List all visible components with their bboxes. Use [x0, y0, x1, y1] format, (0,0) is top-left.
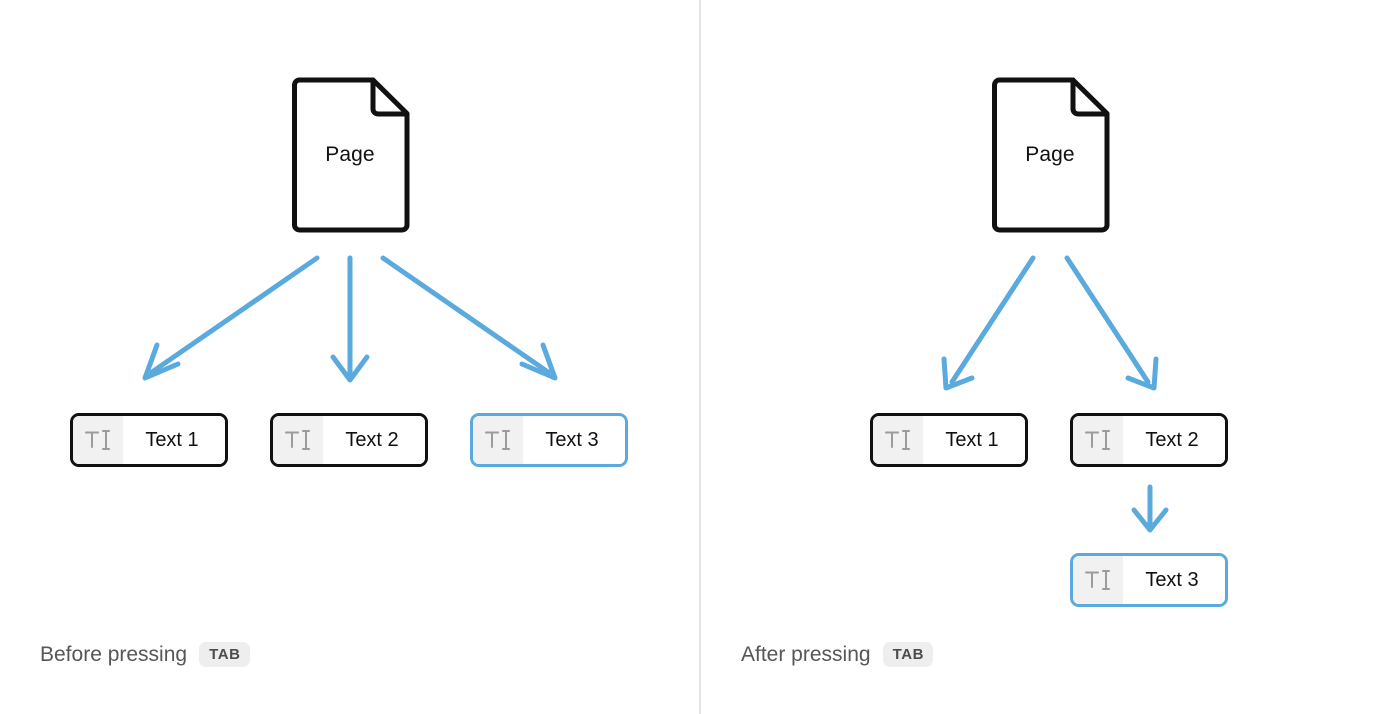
- tab-key-badge: TAB: [882, 642, 934, 667]
- text-node-label: Text 1: [123, 416, 225, 464]
- text-node-3[interactable]: Text 3: [470, 413, 628, 467]
- text-node-1[interactable]: Text 1: [70, 413, 228, 467]
- page-document-icon: [292, 77, 410, 233]
- text-cursor-icon: [1073, 556, 1123, 604]
- text-node-3[interactable]: Text 3: [1070, 553, 1228, 607]
- panel-after: Page Text 1: [701, 0, 1400, 714]
- caption-after: After pressing TAB: [741, 642, 934, 667]
- text-node-2[interactable]: Text 2: [1070, 413, 1228, 467]
- page-node[interactable]: Page: [989, 76, 1111, 234]
- caption-text: Before pressing: [40, 642, 188, 666]
- caption-text: After pressing: [741, 642, 871, 666]
- text-node-2[interactable]: Text 2: [270, 413, 428, 467]
- page-label: Page: [325, 143, 375, 166]
- text-node-label: Text 3: [1123, 556, 1225, 604]
- panel-before: Page Text 1: [0, 0, 699, 714]
- page-node[interactable]: Page: [289, 76, 411, 234]
- tab-key-badge: TAB: [199, 642, 250, 667]
- text-node-label: Text 3: [523, 416, 625, 464]
- text-node-1[interactable]: Text 1: [870, 413, 1028, 467]
- text-cursor-icon: [273, 416, 323, 464]
- panel-divider: [699, 0, 701, 714]
- caption-before: Before pressing TAB: [40, 642, 250, 667]
- text-node-label: Text 1: [923, 416, 1025, 464]
- text-node-label: Text 2: [1123, 416, 1225, 464]
- text-node-label: Text 2: [323, 416, 425, 464]
- page-document-icon: [992, 77, 1110, 233]
- text-cursor-icon: [73, 416, 123, 464]
- text-cursor-icon: [873, 416, 923, 464]
- page-label: Page: [1025, 143, 1075, 166]
- text-cursor-icon: [473, 416, 523, 464]
- text-cursor-icon: [1073, 416, 1123, 464]
